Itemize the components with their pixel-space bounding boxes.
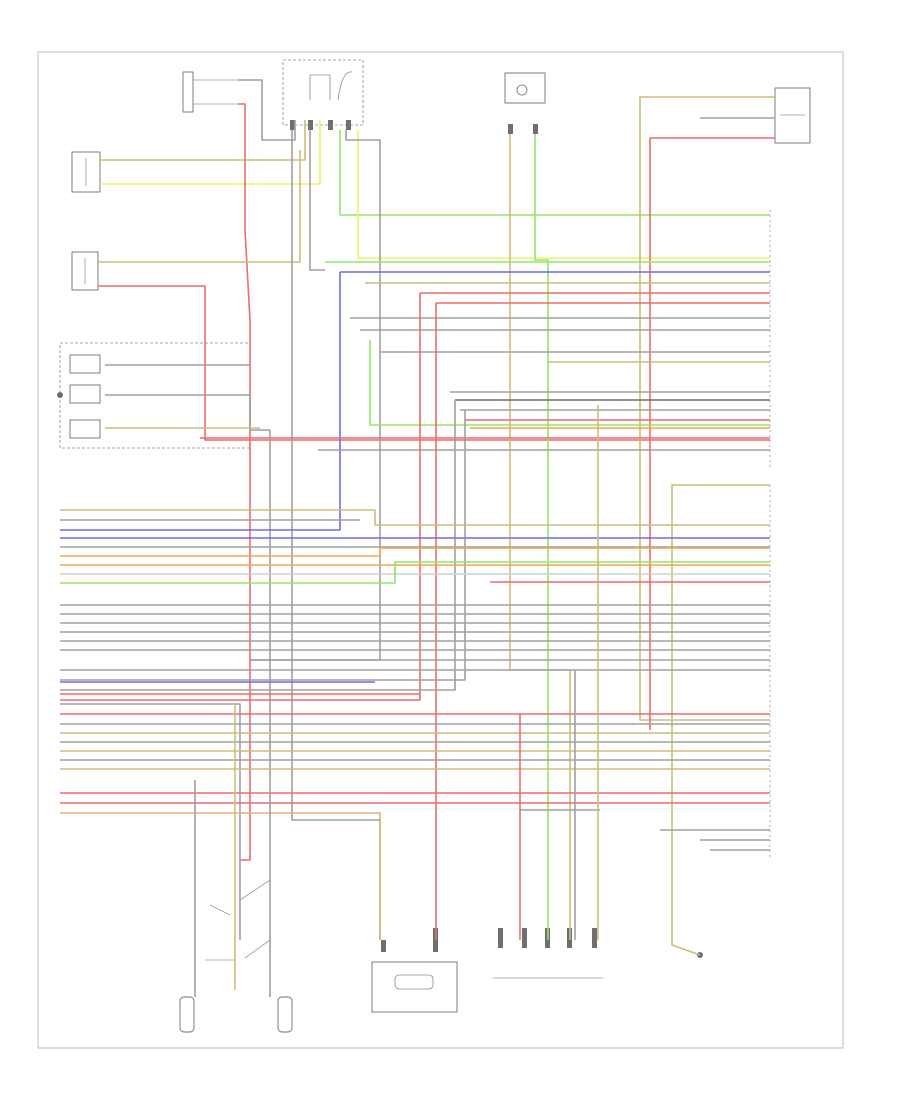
wire-tan-42: [60, 509, 770, 526]
bottom-center-module: [371, 928, 458, 1013]
wire-green-15: [534, 134, 549, 940]
top-right-sensor: [504, 72, 546, 134]
top-center-sensor: [282, 59, 364, 130]
left-solenoid-block: [57, 342, 251, 449]
diagram-frame: [37, 51, 844, 1049]
wire-gray-61: [60, 703, 241, 940]
wire-gray-9: [291, 130, 381, 940]
wire-gray-3: [238, 79, 296, 141]
bottom-switches: [205, 879, 271, 961]
wire-green-10: [339, 130, 770, 216]
top-left-switch: [182, 71, 238, 113]
wire-red-17: [649, 137, 775, 730]
wire-green-49: [60, 561, 770, 584]
wire-tan-4: [98, 150, 301, 263]
wire-red-2: [238, 103, 251, 861]
wire-tan-14: [509, 134, 571, 940]
wire-yellow-1: [100, 120, 321, 185]
bottom-left-sensor-1: [179, 996, 195, 1033]
wire-gray-12: [309, 130, 325, 271]
wire-tan-0: [100, 120, 306, 161]
wire-orange-46: [60, 547, 770, 557]
wire-red-5: [98, 285, 770, 441]
wire-green-27: [369, 340, 770, 426]
wire-blue-20: [60, 272, 341, 531]
wire-red-37: [60, 293, 421, 701]
wire-gray-39: [60, 400, 456, 691]
wire-gray-6: [105, 394, 271, 770]
left-sensor-2: [71, 251, 99, 291]
right-top-solenoid: [774, 87, 811, 144]
bottom-left-sensor-2: [277, 996, 293, 1033]
wire-tan-71: [60, 812, 381, 940]
wire-yellow-11: [357, 130, 770, 259]
wire-group: [60, 79, 775, 997]
wire-tan-41: [671, 484, 770, 956]
wire-gray-40: [60, 410, 466, 681]
wire-tan-16: [639, 96, 775, 721]
left-sensor-1: [71, 151, 101, 193]
